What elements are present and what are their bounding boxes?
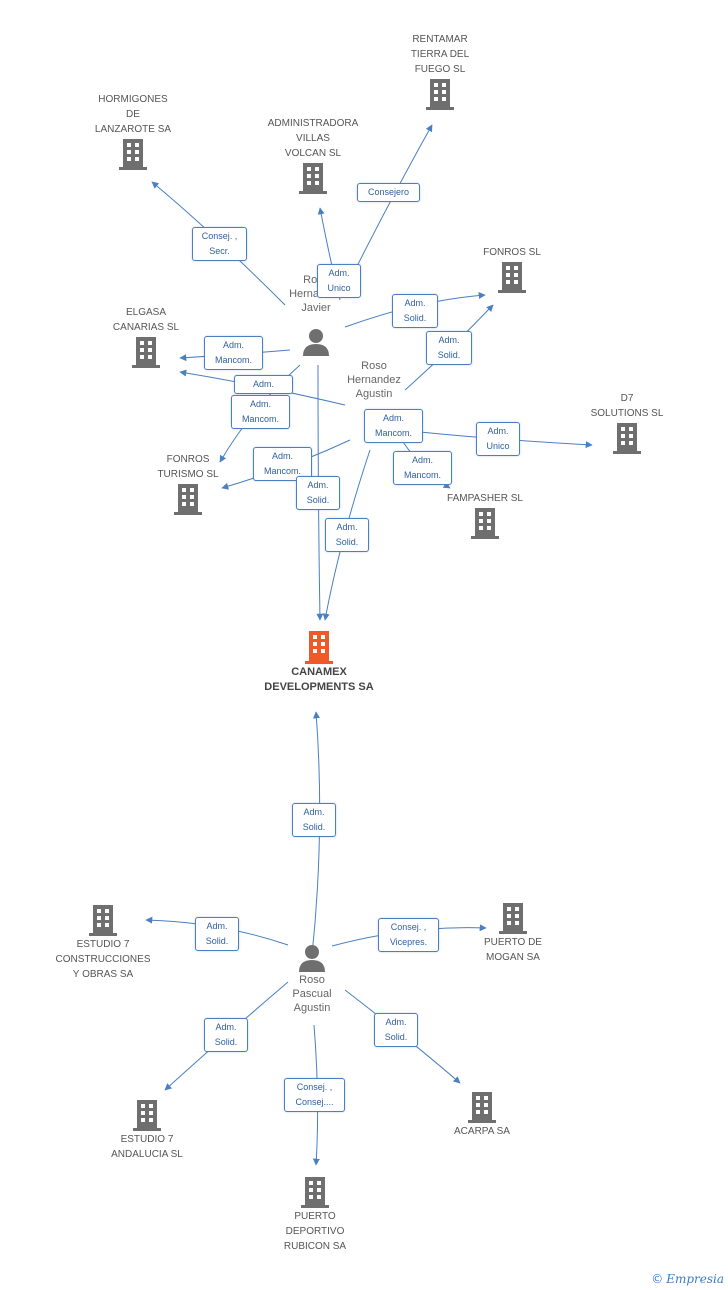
- company-d7[interactable]: D7 SOLUTIONS SL: [576, 391, 678, 455]
- person-icon: [303, 329, 329, 356]
- building-icon: [426, 79, 454, 110]
- building-icon: [299, 163, 327, 194]
- building-icon: [471, 508, 499, 539]
- company-estudio7-andalucia[interactable]: ESTUDIO 7 ANDALUCIA SL: [92, 1098, 202, 1162]
- building-icon: [498, 262, 526, 293]
- company-fonros-turismo[interactable]: FONROS TURISMO SL: [138, 452, 238, 516]
- company-label: FAMPASHER SL: [447, 493, 523, 504]
- company-label: HORMIGONES DE LANZAROTE SA: [94, 94, 172, 135]
- company-label: PUERTO DEPORTIVO RUBICON SA: [283, 1211, 347, 1252]
- edge-label[interactable]: Consej. , Consej....: [284, 1078, 345, 1112]
- company-administradora[interactable]: ADMINISTRADORA VILLAS VOLCAN SL: [258, 116, 368, 195]
- brand-name: Empresia: [666, 1272, 724, 1286]
- person-agustin[interactable]: Roso Hernandez Agustin: [334, 359, 414, 401]
- company-puerto-mogan[interactable]: PUERTO DE MOGAN SA: [463, 901, 563, 965]
- company-label: CANAMEX DEVELOPMENTS SA: [264, 666, 374, 693]
- company-rentamar[interactable]: RENTAMAR TIERRA DEL FUEGO SL: [385, 32, 495, 111]
- person-label: Roso Pascual Agustin: [292, 974, 332, 1014]
- company-label: ELGASA CANARIAS SL: [112, 307, 180, 333]
- company-label: ADMINISTRADORA VILLAS VOLCAN SL: [267, 118, 359, 159]
- edge-label[interactable]: Adm. Solid.: [296, 476, 340, 510]
- edge-label[interactable]: Adm. Solid.: [204, 1018, 248, 1052]
- edge-label[interactable]: Adm. Solid.: [292, 803, 336, 837]
- company-elgasa[interactable]: ELGASA CANARIAS SL: [96, 305, 196, 369]
- company-label: D7 SOLUTIONS SL: [590, 393, 664, 419]
- building-icon: [119, 139, 147, 170]
- company-canamex-main[interactable]: CANAMEX DEVELOPMENTS SA: [244, 629, 394, 695]
- edge-label[interactable]: Adm. Mancom.: [204, 336, 263, 370]
- company-label: PUERTO DE MOGAN SA: [484, 937, 542, 963]
- company-label: FONROS SL: [483, 247, 541, 258]
- edge-label[interactable]: Adm. Solid.: [195, 917, 239, 951]
- building-icon: [89, 905, 117, 936]
- edge-label[interactable]: Adm. Solid.: [426, 331, 472, 365]
- copyright-icon: ©: [651, 1272, 664, 1286]
- building-icon: [499, 903, 527, 934]
- company-label: ESTUDIO 7 ANDALUCIA SL: [111, 1134, 183, 1160]
- company-fampasher[interactable]: FAMPASHER SL: [430, 491, 540, 540]
- company-fonros[interactable]: FONROS SL: [462, 245, 562, 294]
- building-icon: [174, 484, 202, 515]
- company-hormigones[interactable]: HORMIGONES DE LANZAROTE SA: [78, 92, 188, 171]
- edge-label[interactable]: Adm. Unico: [317, 264, 361, 298]
- building-icon: [305, 631, 333, 664]
- edge-label[interactable]: Adm.: [234, 375, 293, 394]
- edge-label[interactable]: Adm. Solid.: [325, 518, 369, 552]
- building-icon: [133, 1100, 161, 1131]
- edge-label[interactable]: Adm. Unico: [476, 422, 520, 456]
- edge-label[interactable]: Adm. Mancom.: [393, 451, 452, 485]
- company-acarpa[interactable]: ACARPA SA: [432, 1090, 532, 1139]
- person-label: Roso Hernandez Agustin: [347, 360, 401, 400]
- building-icon: [468, 1092, 496, 1123]
- building-icon: [132, 337, 160, 368]
- building-icon: [613, 423, 641, 454]
- edge-label[interactable]: Consejero: [357, 183, 420, 202]
- edge-label[interactable]: Adm. Mancom.: [364, 409, 423, 443]
- edge-label[interactable]: Consej. , Vicepres.: [378, 918, 439, 952]
- edge-label[interactable]: Consej. , Secr.: [192, 227, 247, 261]
- brand-watermark[interactable]: ©Empresia: [651, 1272, 724, 1286]
- company-puerto-rubicon[interactable]: PUERTO DEPORTIVO RUBICON SA: [265, 1175, 365, 1254]
- person-icon: [299, 945, 325, 972]
- building-icon: [301, 1177, 329, 1208]
- company-label: RENTAMAR TIERRA DEL FUEGO SL: [410, 34, 470, 75]
- edge-label[interactable]: Adm. Mancom.: [231, 395, 290, 429]
- company-label: ACARPA SA: [454, 1126, 510, 1137]
- edge-label[interactable]: Adm. Solid.: [392, 294, 438, 328]
- company-estudio7-construcciones[interactable]: ESTUDIO 7 CONSTRUCCIONES Y OBRAS SA: [48, 903, 158, 982]
- person-pascual[interactable]: Roso Pascual Agustin: [272, 943, 352, 1015]
- edge-label[interactable]: Adm. Solid.: [374, 1013, 418, 1047]
- company-label: FONROS TURISMO SL: [157, 454, 219, 480]
- edge-label[interactable]: Adm. Mancom.: [253, 447, 312, 481]
- company-label: ESTUDIO 7 CONSTRUCCIONES Y OBRAS SA: [55, 939, 151, 980]
